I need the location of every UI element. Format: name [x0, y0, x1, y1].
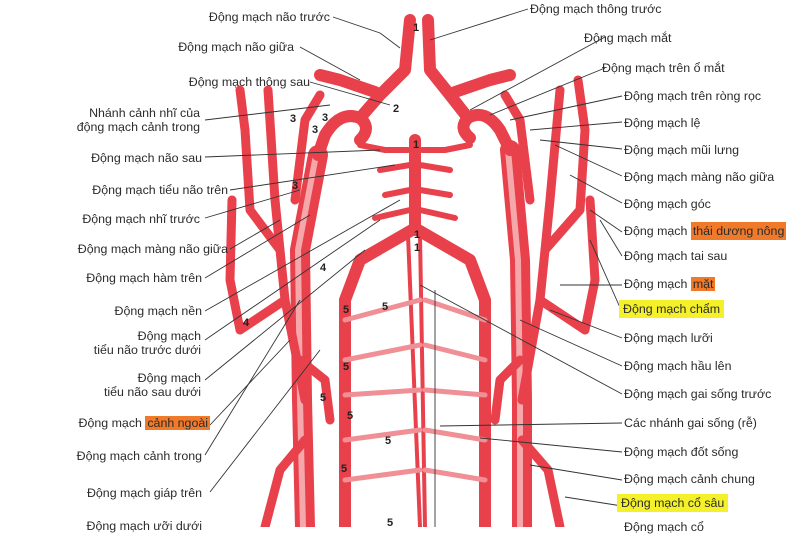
label-internal-carotid: Động mạch cảnh trong — [77, 449, 202, 463]
label-deep-cervical: Động mạch cổ sâu — [617, 494, 728, 512]
label-middle-meningeal-left: Động mạch màng não giữa — [78, 242, 228, 256]
label-ophthalmic: Động mạch mắt — [584, 31, 671, 45]
number-4: 4 — [243, 317, 249, 329]
label-angular: Động mạch góc — [624, 197, 711, 211]
label-anterior-cerebral: Động mạch não trước — [209, 10, 330, 24]
label-caroticotympanic-2: động mạch cảnh trong — [77, 120, 200, 134]
label-middle-cerebral: Động mạch não giữa — [178, 40, 294, 54]
number-5: 5 — [387, 517, 393, 529]
highlight-facial: mặt — [691, 277, 716, 291]
number-4: 4 — [320, 262, 326, 274]
number-1: 1 — [414, 242, 420, 254]
label-cut-right: Động mạch cổ — [624, 520, 704, 534]
label-occipital: Động mạch chẩm — [619, 300, 724, 318]
label-anterior-tympanic: Động mạch nhĩ trước — [82, 212, 200, 226]
number-1: 1 — [413, 22, 419, 34]
number-3: 3 — [322, 112, 328, 124]
highlight-external-carotid: cảnh ngoài — [145, 416, 210, 430]
label-middle-meningeal-right: Động mạch màng não giữa — [624, 170, 774, 184]
label-external-carotid: Động mạch cảnh ngoài — [79, 416, 210, 430]
label-dorsal-nasal: Động mạch mũi lưng — [624, 143, 739, 157]
number-1: 1 — [414, 229, 420, 241]
label-basilar: Động mạch nền — [115, 304, 202, 318]
label-posterior-communicating: Động mạch thông sau — [189, 75, 310, 89]
number-3: 3 — [312, 124, 318, 136]
label-lacrimal: Động mạch lệ — [624, 116, 700, 130]
label-aica-1: Động mạch — [138, 329, 201, 343]
label-caroticotympanic-1: Nhánh cảnh nhĩ của — [89, 106, 200, 120]
label-ascending-pharyngeal: Động mạch hầu lên — [624, 359, 731, 373]
number-3: 3 — [290, 113, 296, 125]
number-5: 5 — [347, 410, 353, 422]
number-5: 5 — [385, 435, 391, 447]
label-facial: Động mạch mặt — [624, 277, 715, 291]
number-5: 5 — [341, 463, 347, 475]
label-anterior-communicating: Động mạch thông trước — [530, 2, 661, 16]
number-3: 3 — [292, 180, 298, 192]
label-anterior-spinal: Động mạch gai sống trước — [624, 387, 771, 401]
label-aica-2: tiểu não trước dưới — [94, 343, 201, 357]
label-pica-2: tiểu não sau dưới — [104, 385, 201, 399]
highlight-superficial-temporal: thái dương nông — [691, 222, 787, 240]
label-supraorbital: Động mạch trên ổ mắt — [602, 61, 725, 75]
label-cut-left: Động mạch ưỡi dưới — [87, 519, 203, 533]
label-superficial-temporal: Động mạch thái dương nông — [624, 224, 786, 238]
label-superior-thyroid: Động mạch giáp trên — [87, 486, 202, 500]
label-common-carotid: Động mạch cảnh chung — [624, 472, 755, 486]
label-pica-1: Động mạch — [138, 371, 201, 385]
label-lingual: Động mạch lưỡi — [624, 331, 713, 345]
label-supratrochlear: Động mạch trên ròng rọc — [624, 89, 761, 103]
number-2: 2 — [393, 103, 399, 115]
label-posterior-auricular: Động mạch tai sau — [624, 249, 727, 263]
label-maxillary: Động mạch hàm trên — [86, 271, 202, 285]
label-spinal-branches: Các nhánh gai sống (rễ) — [624, 416, 757, 430]
number-5: 5 — [320, 392, 326, 404]
number-1: 1 — [413, 139, 419, 151]
label-superior-cerebellar: Động mạch tiểu não trên — [92, 183, 228, 197]
number-5: 5 — [343, 304, 349, 316]
number-5: 5 — [382, 301, 388, 313]
number-5: 5 — [343, 361, 349, 373]
label-vertebral: Động mạch đốt sống — [624, 445, 738, 459]
label-posterior-cerebral: Động mạch não sau — [91, 151, 202, 165]
